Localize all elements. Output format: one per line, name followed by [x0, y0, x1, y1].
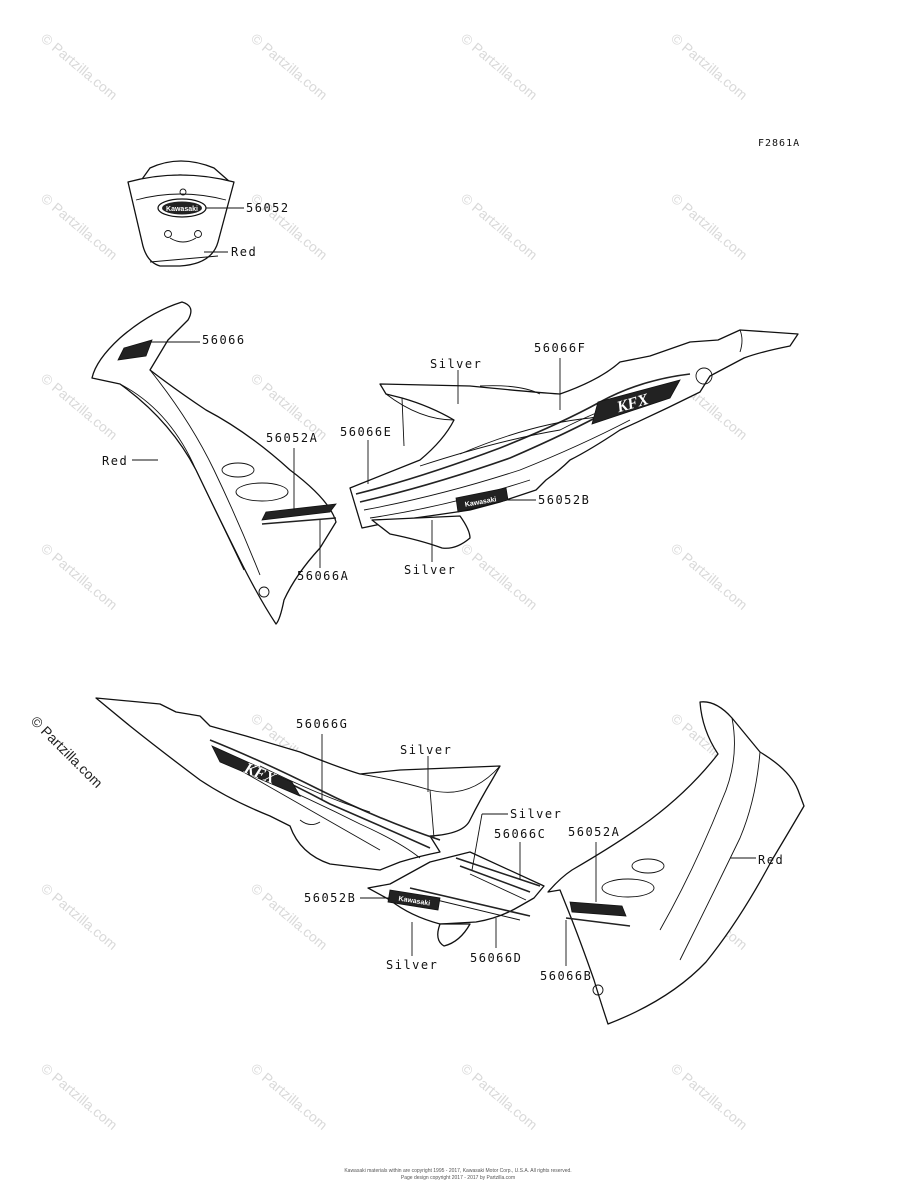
watermark: © Partzilla.com: [38, 190, 121, 263]
side-watermark: © Partzilla.com: [28, 713, 106, 791]
callout-56066F: 56066F: [534, 341, 586, 355]
callout-red-left: Red: [102, 454, 128, 468]
callout-56066D: 56066D: [470, 951, 522, 965]
left-side-cover-lower: KFX: [95, 697, 501, 871]
lower-front-cover: Kawasaki: [367, 851, 545, 947]
right-side-cover-upper: KFX Kawasaki: [349, 329, 799, 549]
callout-56052: 56052: [246, 201, 290, 215]
callout-56066B: 56066B: [540, 969, 592, 983]
watermark: © Partzilla.com: [458, 190, 541, 263]
callout-56066G: 56066G: [296, 717, 348, 731]
callout-red-top: Red: [231, 245, 257, 259]
watermark: © Partzilla.com: [248, 1060, 331, 1133]
decal-56052A-lower: [565, 901, 631, 927]
callout-56052B-lower: 56052B: [304, 891, 356, 905]
watermark: © Partzilla.com: [248, 30, 331, 103]
watermark: © Partzilla.com: [38, 30, 121, 103]
front-cover-part: Kawasaki: [127, 160, 235, 267]
callout-56052A-left: 56052A: [266, 431, 318, 445]
callout-silver-lower-mid: Silver: [510, 807, 562, 821]
badge-text: Kawasaki: [166, 206, 198, 213]
kfx-logo-lower: KFX: [211, 745, 301, 797]
watermark: © Partzilla.com: [668, 1060, 751, 1133]
callout-56052A-lower: 56052A: [568, 825, 620, 839]
badge-text: Kawasaki: [398, 896, 431, 908]
footer-page-design: Page design copyright 2017 - 2017 by Par…: [401, 1175, 515, 1181]
watermark: © Partzilla.com: [38, 1060, 121, 1133]
right-side-panel-lower: [547, 701, 805, 1025]
callout-silver-lower-bottom: Silver: [386, 958, 438, 972]
watermark: © Partzilla.com: [458, 30, 541, 103]
callout-56052B-upper: 56052B: [538, 493, 590, 507]
callout-56066A: 56066A: [297, 569, 349, 583]
watermark: © Partzilla.com: [38, 880, 121, 953]
callout-silver-upper-top: Silver: [430, 357, 482, 371]
callout-56066: 56066: [202, 333, 246, 347]
kawasaki-badge-56052: Kawasaki: [157, 198, 207, 218]
callout-silver-lower-top: Silver: [400, 743, 452, 757]
footer-copyright: Kawasaki materials within are copyright …: [344, 1168, 571, 1174]
watermark: © Partzilla.com: [668, 30, 751, 103]
watermark: © Partzilla.com: [668, 540, 751, 613]
callout-56066E: 56066E: [340, 425, 392, 439]
callout-red-lower: Red: [758, 853, 784, 867]
figure-code: F2861A: [758, 138, 800, 149]
watermark: © Partzilla.com: [458, 540, 541, 613]
watermark: © Partzilla.com: [38, 540, 121, 613]
callout-56066C: 56066C: [494, 827, 546, 841]
callout-silver-upper-bottom: Silver: [404, 563, 456, 577]
decal-56066-left: [117, 339, 153, 361]
watermark: © Partzilla.com: [668, 190, 751, 263]
left-side-panel: [91, 301, 337, 625]
decal-56052A-left: [261, 503, 337, 525]
watermark: © Partzilla.com: [458, 1060, 541, 1133]
decal-56066C: [455, 857, 541, 901]
